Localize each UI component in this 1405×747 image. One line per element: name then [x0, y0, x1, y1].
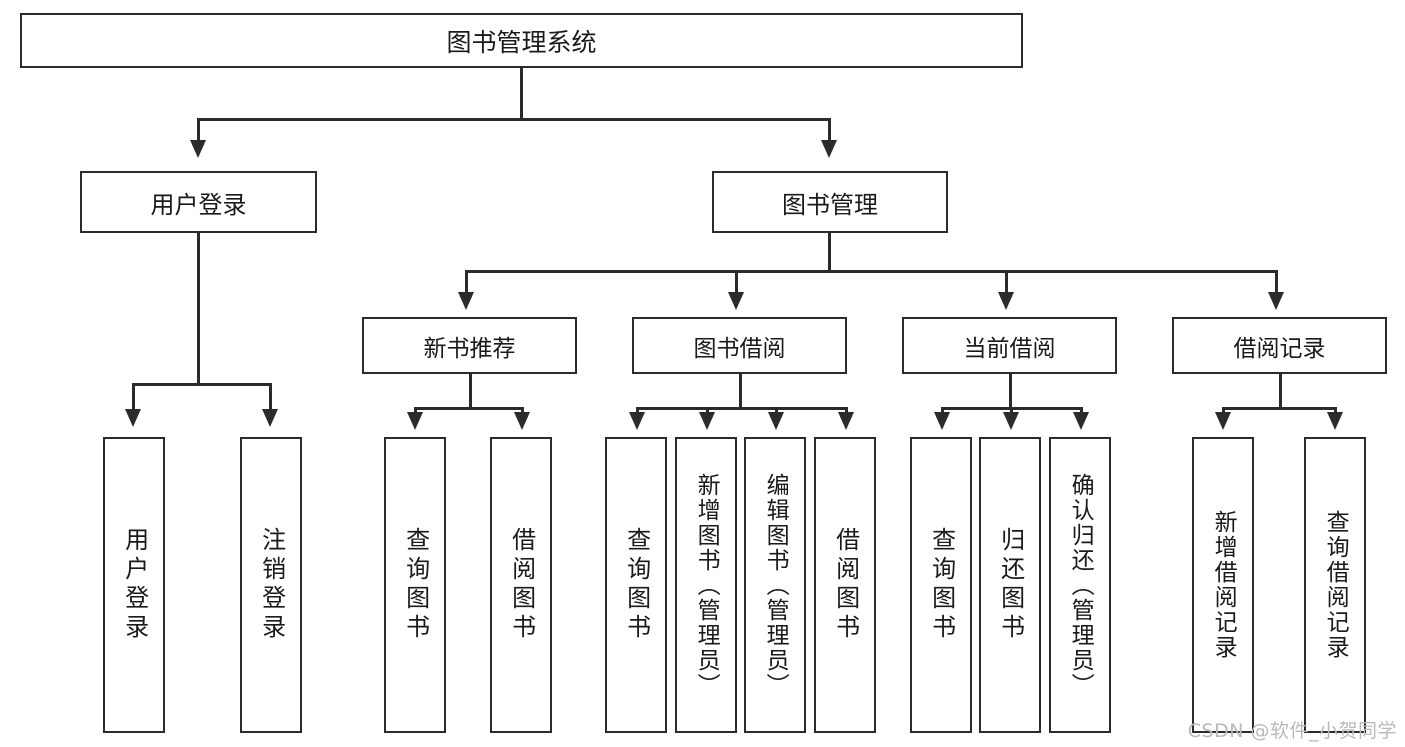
leaf-nbr-query-book[interactable]: 查询图书	[384, 437, 446, 733]
node-label: 借阅图书	[831, 527, 860, 643]
node-label: 查询图书	[622, 527, 651, 643]
arrow-nbr-1	[407, 412, 423, 430]
leaf-cb-return-book[interactable]: 归还图书	[979, 437, 1041, 733]
node-label: 图书借阅	[693, 335, 786, 362]
node-label: 查询图书	[927, 527, 956, 643]
node-book-borrow[interactable]: 图书借阅	[632, 317, 847, 374]
leaf-br-add-record[interactable]: 新增借阅记录	[1192, 437, 1254, 733]
arrow-cb-3	[1073, 412, 1089, 430]
leaf-bb-borrow-book[interactable]: 借阅图书	[814, 437, 876, 733]
node-label: 新增借阅记录	[1210, 510, 1237, 660]
edge-nbr-stem	[469, 374, 472, 409]
edge-drop-ul-2	[269, 383, 272, 411]
node-label: 注销登录	[257, 527, 286, 643]
arrow-bb-4	[838, 412, 854, 430]
edge-root-stem	[520, 68, 523, 120]
edge-user-login-stem	[197, 233, 200, 385]
edge-drop-cb-2	[1010, 407, 1013, 415]
arrow-ul-1	[125, 409, 141, 427]
edge-bb-stem	[739, 374, 742, 409]
node-label: 当前借阅	[963, 335, 1056, 362]
arrow-cb-1	[934, 412, 950, 430]
edge-drop-l2-3	[1005, 270, 1008, 294]
edge-nbr-bus	[414, 407, 524, 410]
node-label: 图书管理	[782, 190, 878, 219]
edge-cb-stem	[1009, 374, 1012, 409]
edge-drop-cb-3	[1080, 407, 1083, 415]
node-label: 查询借阅记录	[1322, 510, 1349, 660]
edge-drop-br-2	[1334, 407, 1337, 415]
edge-drop-l2-1	[465, 270, 468, 294]
edge-drop-l2-2	[735, 270, 738, 294]
arrow-bb-2	[699, 412, 715, 430]
arrow-br-1	[1215, 412, 1231, 430]
edge-drop-nbr-2	[521, 407, 524, 415]
watermark-text: CSDN @软件_小贺同学	[1187, 720, 1397, 742]
node-user-login[interactable]: 用户登录	[80, 171, 317, 233]
leaf-bb-add-book-admin[interactable]: 新增图书（管理员）	[675, 437, 737, 733]
node-label: 用户登录	[120, 527, 149, 643]
edge-br-bus	[1222, 407, 1337, 410]
arrow-l2-2	[728, 292, 744, 310]
leaf-bb-edit-book-admin[interactable]: 编辑图书（管理员）	[744, 437, 806, 733]
edge-root-bus	[197, 118, 831, 121]
leaf-logout[interactable]: 注销登录	[240, 437, 302, 733]
node-label: 用户登录	[150, 190, 247, 219]
arrow-l2-1	[458, 292, 474, 310]
node-label: 归还图书	[996, 527, 1025, 643]
edge-drop-l2-4	[1275, 270, 1278, 294]
leaf-user-login[interactable]: 用户登录	[103, 437, 165, 733]
node-borrow-record[interactable]: 借阅记录	[1172, 317, 1387, 374]
node-label: 借阅记录	[1233, 335, 1326, 362]
leaf-nbr-borrow-book[interactable]: 借阅图书	[490, 437, 552, 733]
node-book-management[interactable]: 图书管理	[712, 171, 948, 233]
node-label: 查询图书	[401, 527, 430, 643]
edge-bm-bus	[465, 270, 1277, 273]
node-label: 图书管理系统	[446, 27, 597, 57]
node-current-borrow[interactable]: 当前借阅	[902, 317, 1117, 374]
arrow-user-login	[190, 140, 206, 158]
edge-bb-bus	[636, 407, 845, 410]
arrow-cb-2	[1003, 412, 1019, 430]
arrow-br-2	[1327, 412, 1343, 430]
edge-drop-bb-1	[636, 407, 639, 415]
edge-drop-br-1	[1222, 407, 1225, 415]
leaf-bb-query-book[interactable]: 查询图书	[605, 437, 667, 733]
arrow-bb-3	[768, 412, 784, 430]
edge-drop-bb-4	[845, 407, 848, 415]
leaf-cb-confirm-return-admin[interactable]: 确认归还（管理员）	[1049, 437, 1111, 733]
edge-bm-stem	[828, 233, 831, 272]
arrow-bb-1	[629, 412, 645, 430]
arrow-l2-3	[998, 292, 1014, 310]
node-label: 编辑图书（管理员）	[762, 472, 789, 698]
edge-drop-ul-1	[132, 383, 135, 411]
edge-drop-nbr-1	[414, 407, 417, 415]
node-root-book-management-system[interactable]: 图书管理系统	[20, 13, 1023, 68]
arrow-nbr-2	[514, 412, 530, 430]
node-label: 新增图书（管理员）	[693, 472, 720, 698]
edge-drop-book-management	[828, 118, 831, 142]
edge-drop-user-login	[197, 118, 200, 142]
edge-drop-cb-1	[941, 407, 944, 415]
arrow-book-management	[821, 140, 837, 158]
node-label: 确认归还（管理员）	[1067, 472, 1094, 698]
leaf-br-query-record[interactable]: 查询借阅记录	[1304, 437, 1366, 733]
node-label: 新书推荐	[423, 335, 516, 362]
node-label: 借阅图书	[507, 527, 536, 643]
edge-drop-bb-2	[706, 407, 709, 415]
edge-user-login-bus	[132, 383, 269, 386]
node-new-book-recommend[interactable]: 新书推荐	[362, 317, 577, 374]
edge-drop-bb-3	[775, 407, 778, 415]
leaf-cb-query-book[interactable]: 查询图书	[910, 437, 972, 733]
edge-br-stem	[1279, 374, 1282, 409]
arrow-ul-2	[262, 409, 278, 427]
arrow-l2-4	[1268, 292, 1284, 310]
